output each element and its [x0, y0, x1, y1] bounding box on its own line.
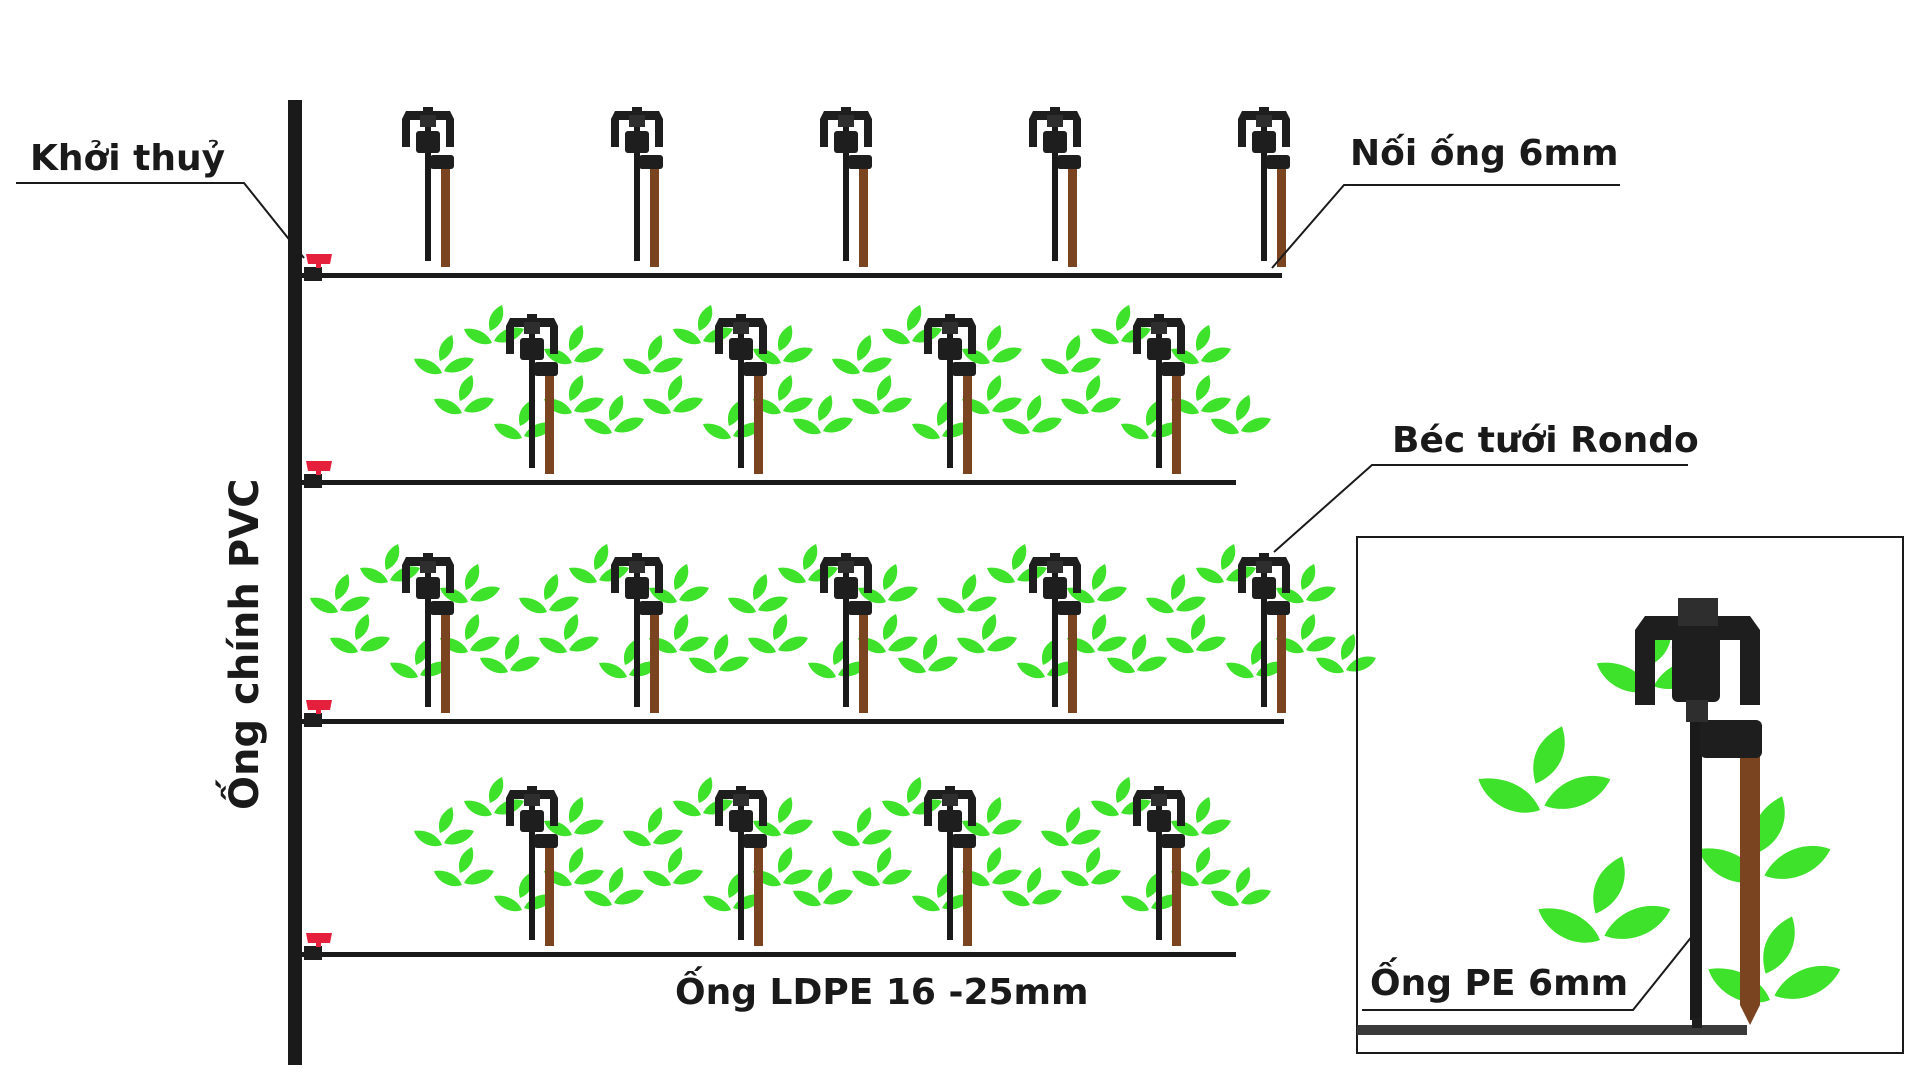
- sprinkler-r1-4: [1029, 107, 1081, 267]
- label-sprinkler: Béc tưới Rondo: [1392, 420, 1699, 461]
- inset-ground-pipe: [1357, 1025, 1747, 1035]
- plant-r3-5-1: [1146, 574, 1206, 614]
- sprinkler-r1-5: [1238, 107, 1290, 267]
- inset-sprinkler: [1635, 598, 1762, 1028]
- plant-r3-5-4: [1166, 614, 1226, 654]
- label-valve: Khởi thuỷ: [30, 138, 225, 179]
- sprinkler-r3-1: [402, 553, 454, 713]
- detail-inset: [1356, 536, 1904, 1054]
- leader-connector: [1271, 184, 1620, 269]
- plant-r3-2-4: [539, 614, 599, 654]
- label-connector: Nối ống 6mm: [1350, 133, 1618, 174]
- sprinkler-r4-3: [924, 786, 976, 946]
- label-pe-tube: Ống PE 6mm: [1370, 957, 1628, 1004]
- plant-r2-2-4: [643, 375, 703, 415]
- leader-lines: [16, 182, 1694, 1011]
- sprinkler-r1-2: [611, 107, 663, 267]
- plant-r4-4-1: [1041, 807, 1101, 847]
- sprinkler-r4-2: [715, 786, 767, 946]
- plant-r2-4-1: [1041, 335, 1101, 375]
- plant-r4-4-4: [1061, 847, 1121, 887]
- sprinkler-r4-1: [506, 786, 558, 946]
- plant-r4-3-4: [852, 847, 912, 887]
- plant-r3-4-4: [957, 614, 1017, 654]
- plant-r4-2-4: [643, 847, 703, 887]
- sprinkler-r3-5: [1238, 553, 1290, 713]
- plant-r2-4-4: [1061, 375, 1121, 415]
- sprinkler-r3-2: [611, 553, 663, 713]
- leader-valve: [16, 182, 305, 259]
- plant-r4-1-1: [414, 807, 474, 847]
- leader-sprinkler: [1273, 464, 1688, 553]
- inset-plant-2: [1538, 856, 1671, 943]
- plant-r4-1-4: [434, 847, 494, 887]
- sprinkler-r4-4: [1133, 786, 1185, 946]
- inset-plant-3: [1698, 796, 1831, 883]
- plant-r2-1-4: [434, 375, 494, 415]
- inset-plant-4: [1708, 916, 1841, 1003]
- plant-r3-1-4: [330, 614, 390, 654]
- sprinkler-r1-3: [820, 107, 872, 267]
- plant-r3-3-1: [728, 574, 788, 614]
- plant-r2-3-1: [832, 335, 892, 375]
- leader-pe-tube: [1362, 934, 1694, 1011]
- lateral-pipe-1: [302, 273, 1282, 278]
- lateral-pipe-4: [302, 952, 1236, 957]
- inset-plant-1: [1478, 726, 1611, 813]
- plant-r4-2-1: [623, 807, 683, 847]
- plant-r3-4-1: [937, 574, 997, 614]
- pipes: [302, 254, 1284, 960]
- sprinklers: [402, 107, 1290, 946]
- sprinkler-r2-2: [715, 314, 767, 474]
- main-pvc-pipe: [288, 100, 302, 1065]
- sprinkler-r3-4: [1029, 553, 1081, 713]
- lateral-pipe-3: [302, 719, 1284, 724]
- plant-r4-3-1: [832, 807, 892, 847]
- lateral-pipe-2: [302, 480, 1236, 485]
- sprinkler-r3-3: [820, 553, 872, 713]
- sprinkler-r1-1: [402, 107, 454, 267]
- sprinkler-r2-1: [506, 314, 558, 474]
- plant-r3-3-4: [748, 614, 808, 654]
- plant-r3-2-1: [519, 574, 579, 614]
- label-lateral-pipe: Ống LDPE 16 -25mm: [675, 966, 1089, 1013]
- sprinkler-r2-4: [1133, 314, 1185, 474]
- label-main-pipe: Ống chính PVC: [214, 479, 268, 810]
- plant-r2-2-1: [623, 335, 683, 375]
- sprinkler-r2-3: [924, 314, 976, 474]
- plant-r2-1-1: [414, 335, 474, 375]
- plant-r3-1-1: [310, 574, 370, 614]
- plant-r2-3-4: [852, 375, 912, 415]
